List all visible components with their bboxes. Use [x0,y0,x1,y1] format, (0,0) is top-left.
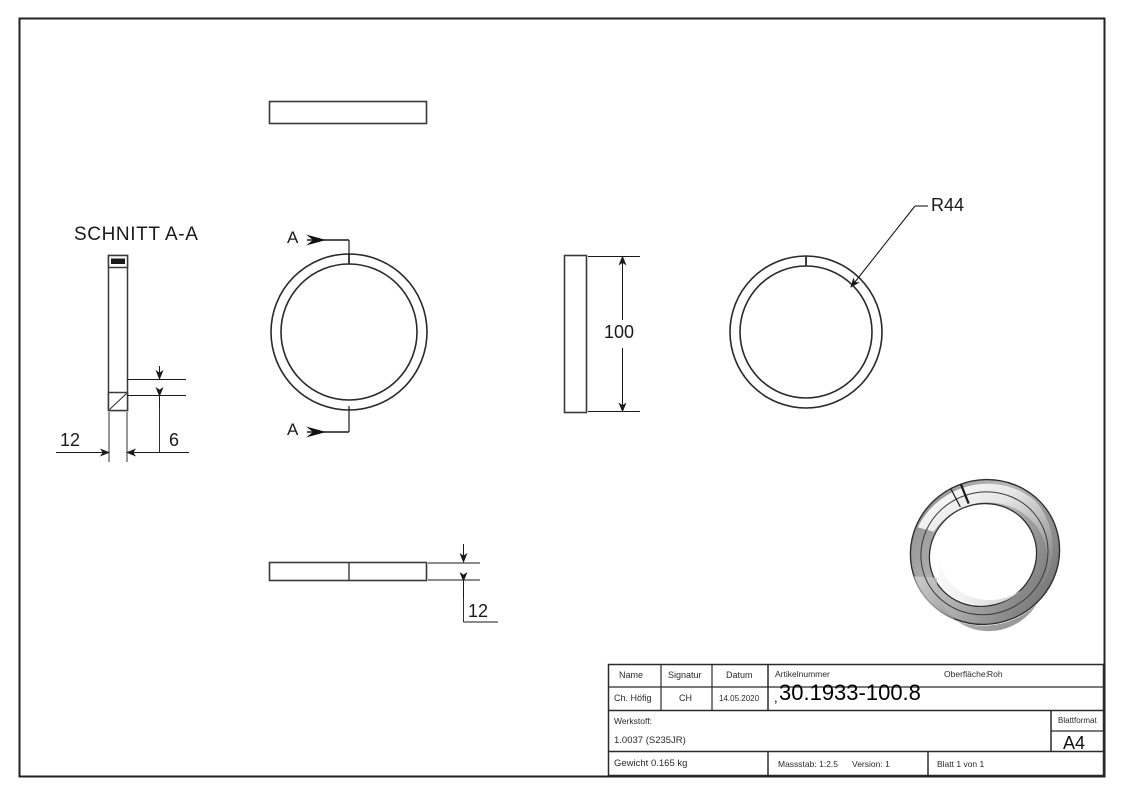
version-value: Version: 1 [852,759,890,769]
th-date: Datum [726,670,753,680]
view-ring-front [270,234,428,438]
view-section-aa [56,254,189,462]
tv-name: Ch. Höfig [614,693,652,703]
view-isometric-ring [909,478,1061,632]
view-top-edge [268,100,428,125]
view-side-edge-100 [563,254,640,414]
view-ring-r44 [729,205,928,409]
weight-value: Gewicht 0.165 kg [614,758,688,769]
section-arrow-label-bottom: A [287,420,299,439]
surface-value: Roh [987,669,1003,679]
tv-signature: CH [679,693,692,703]
article-number-prefix: , [774,690,778,705]
th-signature: Signatur [668,670,702,680]
section-view-label: SCHNITT A-A [74,224,199,245]
title-block-lines [607,663,1105,777]
view-bottom-edge-12 [268,544,498,623]
dimension-12-height: 12 [468,601,489,621]
dimension-r44-radius: R44 [931,195,965,215]
dimension-12-width: 12 [60,430,81,450]
th-name: Name [619,670,644,680]
surface-label: Oberfläche: [944,669,988,679]
section-arrow-label-top: A [287,228,299,247]
sheet-frame [18,17,1106,778]
article-number-label: Artikelnummer [775,669,830,679]
tv-date: 14.05.2020 [719,694,760,703]
dimension-100-diameter: 100 [604,322,635,342]
scale-value: Massstab: 1:2.5 [778,759,839,769]
material-value: 1.0037 (S235JR) [614,735,686,746]
dimension-6-thickness: 6 [169,430,180,450]
sheet-format-label: Blattformat [1058,716,1097,725]
sheet-format-value: A4 [1063,733,1086,753]
material-label: Werkstoff: [614,716,652,726]
sheet-number-value: Blatt 1 von 1 [937,759,985,769]
article-number-value: 30.1933-100.8 [779,680,921,705]
